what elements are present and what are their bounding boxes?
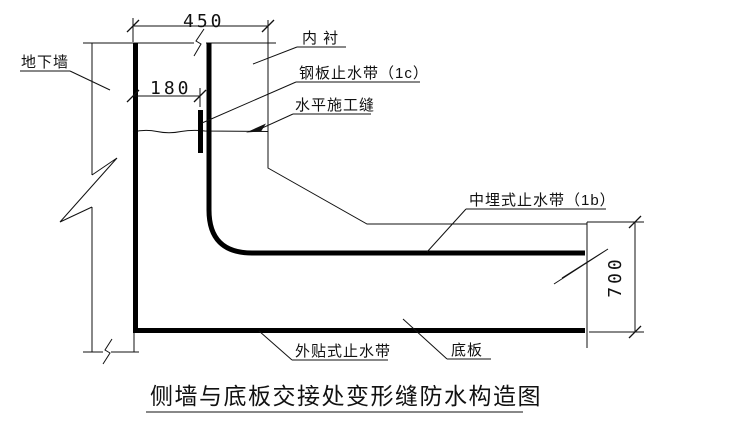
right-break-symbol (553, 248, 609, 285)
bottom-slab-label: 底板 (451, 341, 483, 359)
wall-break-symbol (59, 157, 118, 223)
embedded-waterstop-leader (426, 208, 467, 253)
external-waterstop-label: 外贴式止水带 (295, 343, 391, 360)
embedded-waterstop-thick-line (206, 43, 585, 256)
dim700-tick-top (628, 215, 642, 229)
underground-wall-label: 地下墙 (21, 54, 69, 71)
dim-180-value: 180 (150, 78, 192, 99)
construction-joint-label: 水平施工缝 (295, 97, 375, 114)
dim-700-value: 700 (605, 256, 626, 298)
dim-450-value: 450 (183, 11, 225, 32)
dim450-tick-left (126, 19, 140, 33)
dim700-tick-bottom (628, 325, 642, 339)
construction-joint-leader (259, 113, 294, 130)
steel-waterstop-leader (201, 81, 297, 124)
underground-wall-leader (69, 70, 111, 91)
outer-wall-slab-thick-line (133, 43, 585, 333)
steel-waterstop-label: 钢板止水带（1c） (299, 64, 429, 82)
external-waterstop-leader (258, 330, 293, 361)
construction-joint-line (132, 129, 269, 134)
construction-joint-arrowhead (246, 123, 266, 133)
ground-break-symbol (102, 338, 113, 365)
dim450-tick-right (261, 19, 275, 33)
embedded-waterstop-label: 中埋式止水带（1b） (469, 192, 616, 209)
drawing-title: 侧墙与底板交接处变形缝防水构造图 (150, 384, 542, 409)
top-break-symbol (193, 28, 205, 57)
dim180-tick-left (126, 89, 140, 103)
inner-lining-label: 内 衬 (302, 30, 339, 47)
bottom-slab-leader (402, 318, 448, 360)
dim180-tick-right (193, 89, 207, 103)
inner-lining-leader (252, 46, 298, 65)
